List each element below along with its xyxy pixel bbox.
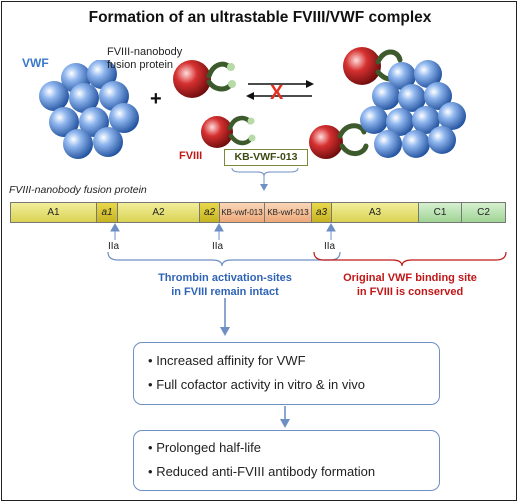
vwf-site-annotation-line2: in FVIII is conserved [356, 286, 464, 298]
bullet: • [148, 464, 153, 479]
complex-icon [309, 47, 466, 159]
thrombin-bracket [107, 251, 341, 267]
fviii-label: FVIII [179, 150, 203, 162]
item-text: Prolonged half-life [156, 440, 261, 455]
domain-nanobody-1: KB-vwf-013 [219, 202, 264, 223]
vwf-label: VWF [22, 56, 49, 70]
domain-acidic-a3: a3 [311, 202, 331, 223]
outcome-box-1: • Increased affinity for VWF • Full cofa… [133, 342, 440, 405]
domain-a2-heavy: A2 [117, 202, 199, 223]
domain-acidic-a2: a2 [199, 202, 219, 223]
outcome-box-1-item-1: • Increased affinity for VWF [148, 353, 306, 368]
fusion-protein-label-line1: FVIII-nanobody [107, 46, 183, 58]
fusion-protein-label-line2: fusion protein [107, 59, 174, 71]
outcome-box-2: • Prolonged half-life • Reduced anti-FVI… [133, 430, 440, 491]
vwf-site-bracket [313, 251, 507, 267]
vwf-multimer-icon [39, 60, 139, 159]
vwf-site-annotation: Original VWF binding site in FVIII is co… [335, 271, 485, 299]
nanobody-label: KB-VWF-013 [224, 149, 308, 166]
bullet: • [148, 440, 153, 455]
cleavage-label-2: IIa [212, 241, 224, 252]
blocked-x-mark: X [270, 82, 284, 104]
item-text: Reduced anti-FVIII antibody formation [156, 464, 376, 479]
thrombin-annotation-line2: in FVIII remain intact [171, 286, 279, 298]
domain-a3: A3 [331, 202, 418, 223]
domain-nanobody-2: KB-vwf-013 [264, 202, 311, 223]
equilibrium-arrows-icon [246, 80, 314, 100]
outcome-box-2-item-2: • Reduced anti-FVIII antibody formation [148, 464, 375, 479]
bullet: • [148, 353, 153, 368]
domain-acidic-a1: a1 [96, 202, 117, 223]
bullet: • [148, 377, 153, 392]
fusion-protein-title: FVIII-nanobody fusion protein [9, 184, 147, 196]
thrombin-annotation-line1: Thrombin activation-sites [158, 272, 292, 284]
outcome-box-1-item-2: • Full cofactor activity in vitro & in v… [148, 377, 365, 392]
domain-a1-heavy: A1 [10, 202, 96, 223]
outcome-box-2-item-1: • Prolonged half-life [148, 440, 261, 455]
fviii-nanobody-lower-icon [201, 115, 256, 148]
fviii-nanobody-icon [173, 60, 236, 98]
item-text: Full cofactor activity in vitro & in viv… [156, 377, 365, 392]
vwf-site-annotation-line1: Original VWF binding site [343, 272, 477, 284]
domain-c1: C1 [418, 202, 461, 223]
plus-sign: + [150, 88, 162, 110]
fusion-protein-label: FVIII-nanobody fusion protein [107, 46, 182, 72]
figure-title: Formation of an ultrastable FVIII/VWF co… [88, 9, 432, 26]
item-text: Increased affinity for VWF [156, 353, 306, 368]
cleavage-label-1: IIa [108, 241, 120, 252]
domain-c2: C2 [461, 202, 506, 223]
cleavage-label-3: IIa [324, 241, 336, 252]
thrombin-annotation: Thrombin activation-sites in FVIII remai… [150, 271, 300, 299]
